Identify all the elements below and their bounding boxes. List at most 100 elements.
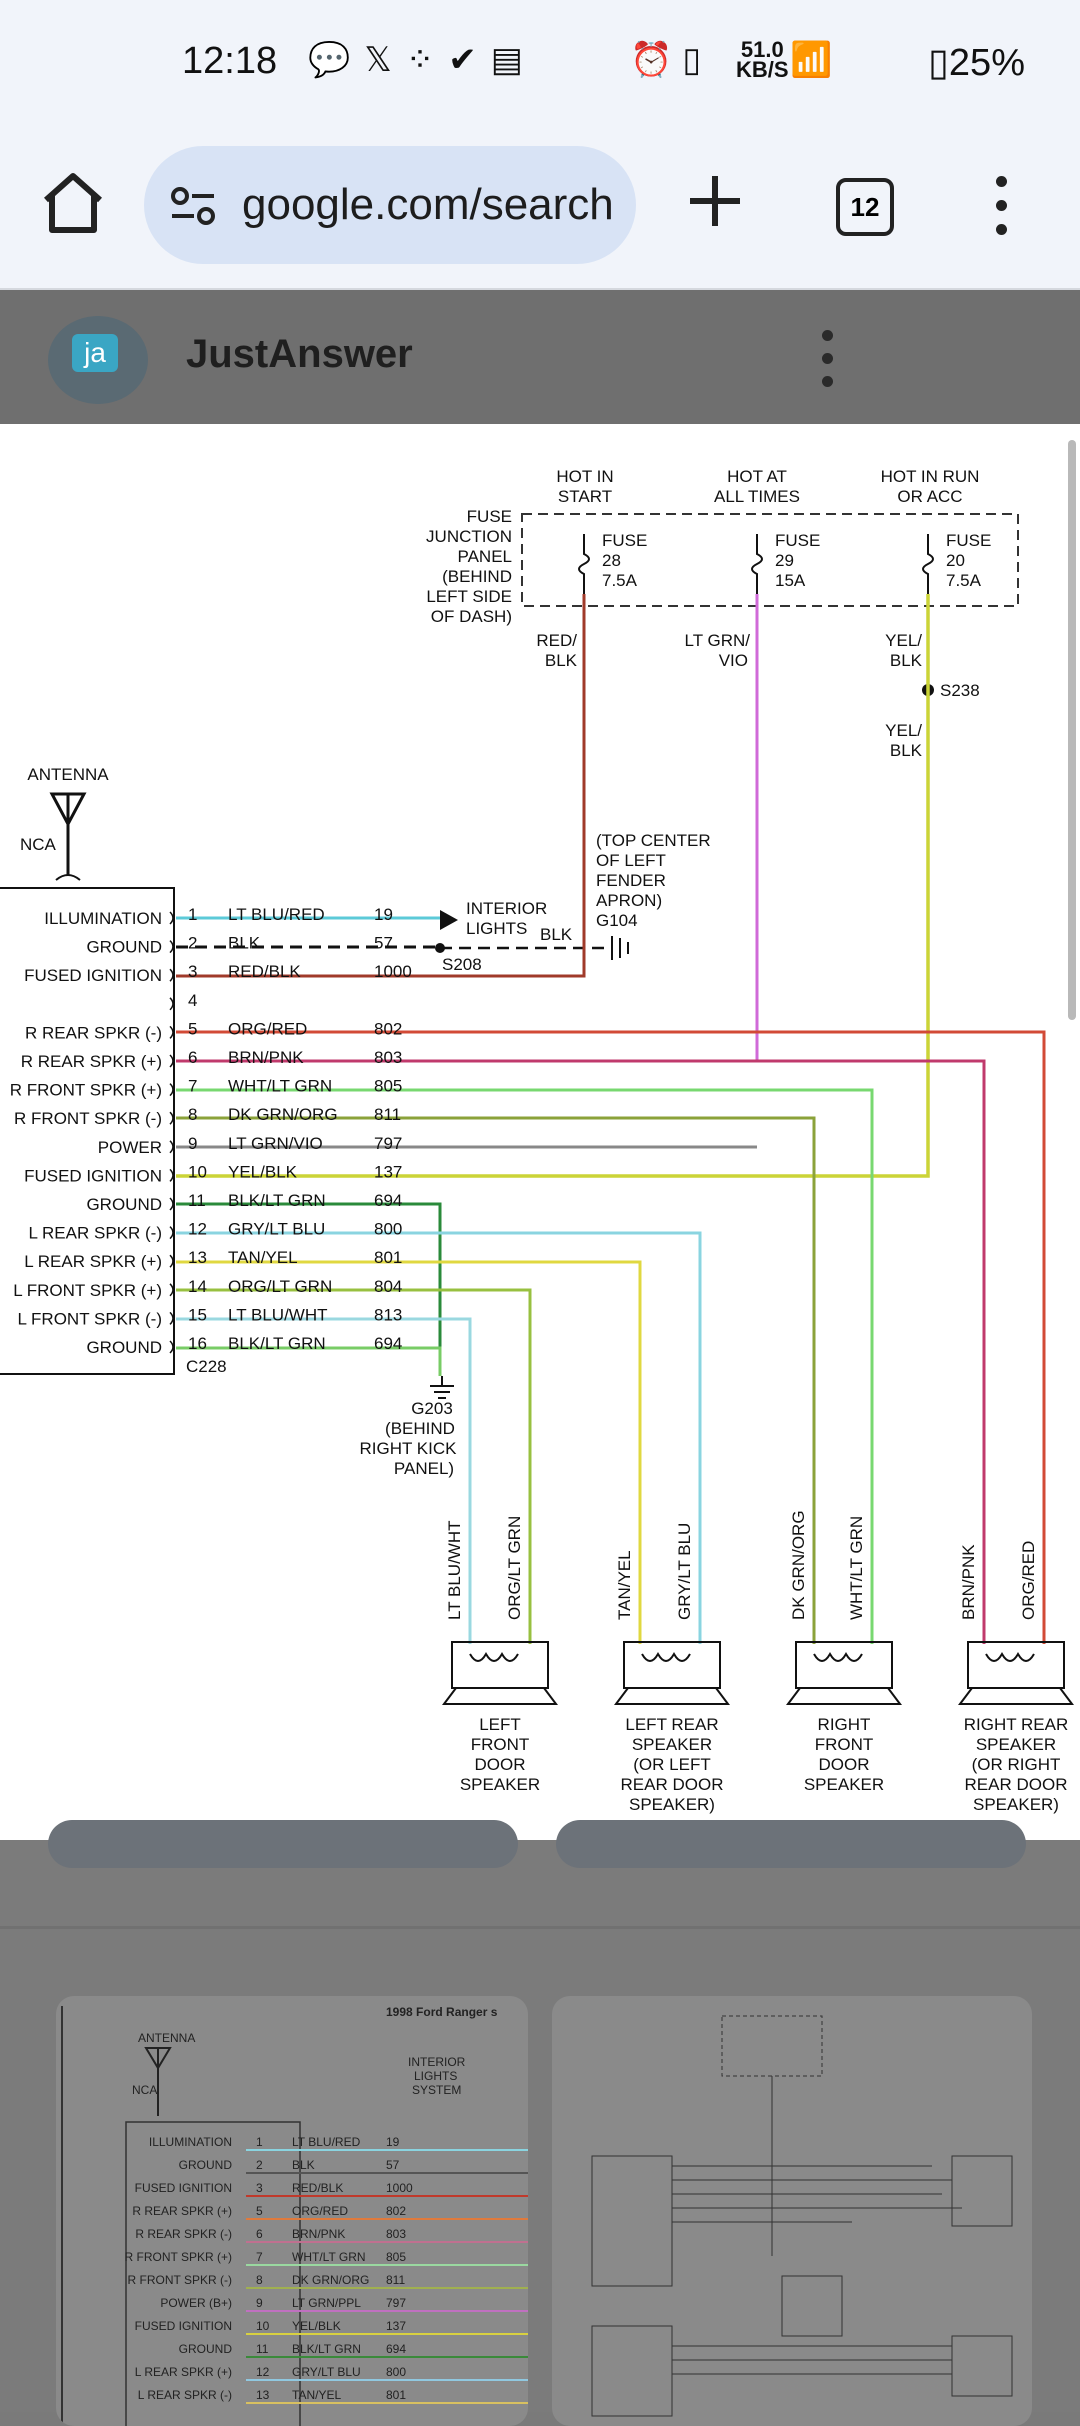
- pin-terminal: [169, 1226, 174, 1240]
- wire-yel-blk: [176, 594, 930, 1178]
- speaker-label: FRONT: [471, 1735, 530, 1754]
- thumbnail-pin-number: 2: [256, 2158, 263, 2172]
- pin-label: R FRONT SPKR (-): [14, 1109, 162, 1128]
- wire-dk-grn-org: [176, 1116, 816, 1644]
- wire-color-label: BLK/LT GRN: [228, 1334, 326, 1353]
- browser-toolbar: google.com/search 12: [0, 128, 1080, 291]
- result-card-bottom[interactable]: [48, 1820, 518, 1868]
- thumbnail-pin-number: 3: [256, 2181, 263, 2195]
- pin-label: GROUND: [86, 1195, 162, 1214]
- speaker-label: SPEAKER: [976, 1735, 1056, 1754]
- speaker-label: SPEAKER: [460, 1775, 540, 1794]
- wiring-diagram-image[interactable]: HOT IN START HOT AT ALL TIMES HOT IN RUN…: [0, 424, 1080, 1840]
- pin-terminal: [169, 1197, 174, 1211]
- wifi-signal-icon: 📶: [790, 41, 833, 79]
- pin-terminal: [169, 1140, 174, 1154]
- image-result-thumbnail[interactable]: 1998 Ford Ranger s ANTENNA NCA INTERIOR …: [56, 1996, 528, 2426]
- pin-label: L REAR SPKR (-): [28, 1224, 162, 1243]
- thumbnail-pin-label: POWER (B+): [160, 2296, 232, 2310]
- thumbnail-circuit: 803: [386, 2227, 406, 2241]
- thumbnail-wire-color: DK GRN/ORG: [292, 2273, 369, 2287]
- circuit-number: 1000: [374, 962, 412, 981]
- speaker-label: (OR RIGHT: [972, 1755, 1061, 1774]
- diagram-label: HOT IN: [556, 467, 613, 486]
- wire-tan-yel: [176, 1260, 642, 1644]
- wire-label: BLK: [890, 741, 923, 760]
- thumbnail-wire-color: LT GRN/PPL: [292, 2296, 361, 2310]
- site-settings-icon[interactable]: [168, 184, 218, 228]
- wire-label: YEL/: [885, 721, 922, 740]
- diagram-label: (BEHIND: [385, 1419, 455, 1438]
- circuit-number: 694: [374, 1191, 402, 1210]
- scrollbar[interactable]: [1068, 440, 1076, 1020]
- tab-switcher-button[interactable]: 12: [836, 178, 894, 236]
- thumbnail-wire-color: GRY/LT BLU: [292, 2365, 361, 2379]
- thumbnail-circuit: 805: [386, 2250, 406, 2264]
- more-options-icon[interactable]: [996, 176, 1008, 236]
- thumbnail-pin-number: 12: [256, 2365, 270, 2379]
- wire-color-label: BRN/PNK: [228, 1048, 304, 1067]
- related-images-section: 1998 Ford Ranger s ANTENNA NCA INTERIOR …: [0, 1820, 1080, 2426]
- speaker-wire-label: WHT/LT GRN: [847, 1516, 866, 1620]
- address-bar[interactable]: google.com/search: [144, 146, 636, 264]
- pin-number: 13: [188, 1248, 207, 1267]
- pin-number: 6: [188, 1048, 197, 1067]
- pin-number: 8: [188, 1105, 197, 1124]
- pin-label: L FRONT SPKR (-): [17, 1309, 162, 1328]
- thumbnail-pin-number: 10: [256, 2319, 270, 2333]
- result-card-bottom[interactable]: [556, 1820, 1026, 1868]
- svg-text:ANTENNA: ANTENNA: [27, 765, 109, 784]
- wire-color-label: LT BLU/RED: [228, 905, 325, 924]
- diagram-label: S208: [442, 955, 482, 974]
- pin-terminal: [169, 968, 174, 982]
- diagram-label: HOT AT: [727, 467, 787, 486]
- pin-number: 12: [188, 1220, 207, 1239]
- thumbnail-title: 1998 Ford Ranger s: [386, 2005, 498, 2019]
- pin-label: GROUND: [86, 938, 162, 957]
- speaker-wire-label: ORG/LT GRN: [505, 1516, 524, 1620]
- speaker-label: REAR DOOR: [965, 1775, 1068, 1794]
- speaker-label: REAR DOOR: [621, 1775, 724, 1794]
- speaker-wire-label: DK GRN/ORG: [789, 1510, 808, 1620]
- thumbnail-wire-color: LT BLU/RED: [292, 2135, 361, 2149]
- wire-color-label: BLK: [228, 934, 261, 953]
- wire-label: S238: [940, 681, 980, 700]
- thumbnail-pin-number: 1: [256, 2135, 263, 2149]
- notification-icons: 💬𝕏⁘✔▤: [308, 41, 537, 79]
- circuit-number: 694: [374, 1334, 402, 1353]
- home-icon[interactable]: [38, 168, 108, 238]
- svg-text:7.5A: 7.5A: [602, 571, 638, 590]
- diagram-label: PANEL: [458, 547, 513, 566]
- new-tab-icon[interactable]: [682, 168, 748, 234]
- thumbnail-pin-number: 7: [256, 2250, 263, 2264]
- connector-label: C228: [186, 1357, 227, 1376]
- site-name[interactable]: JustAnswer: [186, 332, 413, 376]
- pin-terminal: [169, 1311, 174, 1325]
- svg-text:15A: 15A: [775, 571, 806, 590]
- thumbnail-label: NCA: [132, 2083, 157, 2097]
- pin-number: 5: [188, 1019, 197, 1038]
- diagram-label: G104: [596, 911, 638, 930]
- antenna-symbol: ANTENNA: [27, 765, 109, 881]
- wire-lt-blu-wht: [176, 1317, 472, 1644]
- site-more-icon[interactable]: [822, 330, 834, 399]
- radio-unit-box: [0, 887, 175, 1375]
- image-result-thumbnail[interactable]: [552, 1996, 1032, 2426]
- circuit-number: 797: [374, 1134, 402, 1153]
- thumbnail-pin-label: R FRONT SPKR (-): [128, 2273, 232, 2287]
- ground-g104-symbol: [611, 936, 629, 960]
- diagram-label: (TOP CENTER: [596, 831, 711, 850]
- speaker-label: RIGHT: [818, 1715, 871, 1734]
- system-icons: ⏰▯: [630, 41, 712, 79]
- pin-label: L FRONT SPKR (+): [13, 1281, 162, 1300]
- thumbnail-circuit: 801: [386, 2388, 406, 2402]
- thumbnail-circuit: 137: [386, 2319, 406, 2333]
- thumbnail-pin-number: 11: [256, 2342, 269, 2356]
- circuit-number: 802: [374, 1019, 402, 1038]
- diagram-label: NCA: [20, 835, 57, 854]
- thumbnail-wire-color: TAN/YEL: [292, 2388, 341, 2402]
